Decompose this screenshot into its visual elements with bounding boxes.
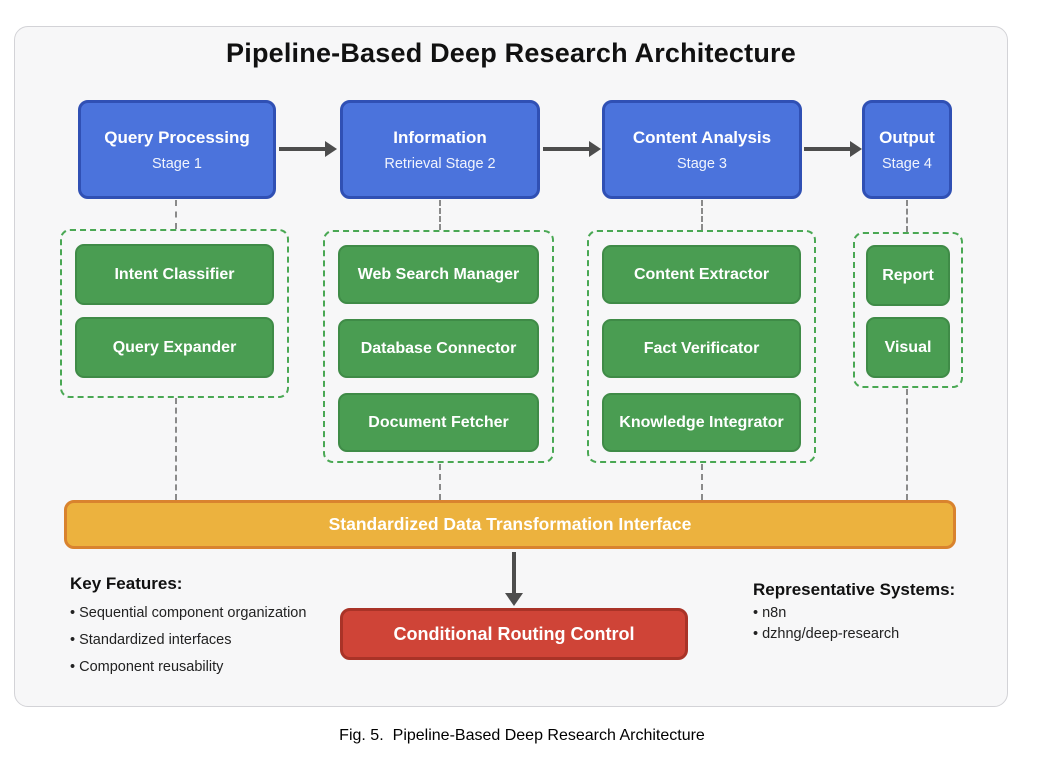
representative-system-item: dzhng/deep-research bbox=[753, 626, 955, 642]
dashed-connector bbox=[439, 200, 441, 230]
stage-subtitle: Stage 1 bbox=[152, 155, 202, 172]
flow-arrow-icon bbox=[279, 140, 337, 157]
stage-box-content-analysis: Content Analysis Stage 3 bbox=[602, 100, 802, 199]
key-feature-item: Component reusability bbox=[70, 659, 306, 675]
dashed-connector bbox=[175, 398, 177, 500]
stage-box-output: Output Stage 4 bbox=[862, 100, 952, 199]
dashed-connector bbox=[439, 464, 441, 500]
stage-title: Content Analysis bbox=[632, 127, 772, 147]
component-intent-classifier: Intent Classifier bbox=[75, 244, 274, 305]
key-features-list: Key Features: Sequential component organ… bbox=[70, 574, 306, 675]
stage-title: Information bbox=[393, 127, 487, 147]
representative-system-item: n8n bbox=[753, 605, 955, 621]
component-report: Report bbox=[866, 245, 950, 306]
figure-caption: Fig. 5. Pipeline-Based Deep Research Arch… bbox=[0, 727, 1044, 745]
dashed-connector bbox=[701, 464, 703, 500]
dashed-connector bbox=[175, 200, 177, 229]
stage-subtitle: Retrieval Stage 2 bbox=[384, 155, 496, 172]
key-features-heading: Key Features: bbox=[70, 574, 183, 593]
component-web-search-manager: Web Search Manager bbox=[338, 245, 539, 304]
flow-arrow-icon bbox=[543, 140, 601, 157]
component-document-fetcher: Document Fetcher bbox=[338, 393, 539, 452]
figure-caption-text: Pipeline-Based Deep Research Architectur… bbox=[392, 727, 705, 744]
down-arrow-icon bbox=[512, 552, 516, 594]
figure-caption-label: Fig. 5. bbox=[339, 727, 384, 744]
component-group-stage1 bbox=[60, 229, 289, 398]
stage-title: Output bbox=[879, 127, 935, 147]
representative-systems-heading: Representative Systems: bbox=[753, 580, 956, 599]
component-group-stage2 bbox=[323, 230, 554, 463]
interface-bar: Standardized Data Transformation Interfa… bbox=[64, 500, 956, 549]
component-group-stage3 bbox=[587, 230, 816, 463]
representative-systems-list: Representative Systems: n8n dzhng/deep-r… bbox=[753, 580, 955, 642]
key-feature-item: Standardized interfaces bbox=[70, 632, 306, 648]
component-visual: Visual bbox=[866, 317, 950, 378]
component-database-connector: Database Connector bbox=[338, 319, 539, 378]
diagram-title: Pipeline-Based Deep Research Architectur… bbox=[226, 38, 796, 68]
down-arrowhead-icon bbox=[505, 593, 523, 606]
stage-subtitle: Stage 4 bbox=[882, 155, 932, 172]
stage-box-information-retrieval: Information Retrieval Stage 2 bbox=[340, 100, 540, 199]
stage-box-query-processing: Query Processing Stage 1 bbox=[78, 100, 276, 199]
component-fact-verificator: Fact Verificator bbox=[602, 319, 801, 378]
stage-subtitle: Stage 3 bbox=[677, 155, 727, 172]
dashed-connector bbox=[701, 200, 703, 230]
dashed-connector bbox=[906, 389, 908, 500]
key-feature-item: Sequential component organization bbox=[70, 605, 306, 621]
dashed-connector bbox=[906, 200, 908, 232]
component-query-expander: Query Expander bbox=[75, 317, 274, 378]
stage-title: Query Processing bbox=[104, 127, 250, 147]
flow-arrow-icon bbox=[804, 140, 862, 157]
component-content-extractor: Content Extractor bbox=[602, 245, 801, 304]
conditional-routing-box: Conditional Routing Control bbox=[340, 608, 688, 660]
component-group-stage4 bbox=[853, 232, 963, 388]
component-knowledge-integrator: Knowledge Integrator bbox=[602, 393, 801, 452]
